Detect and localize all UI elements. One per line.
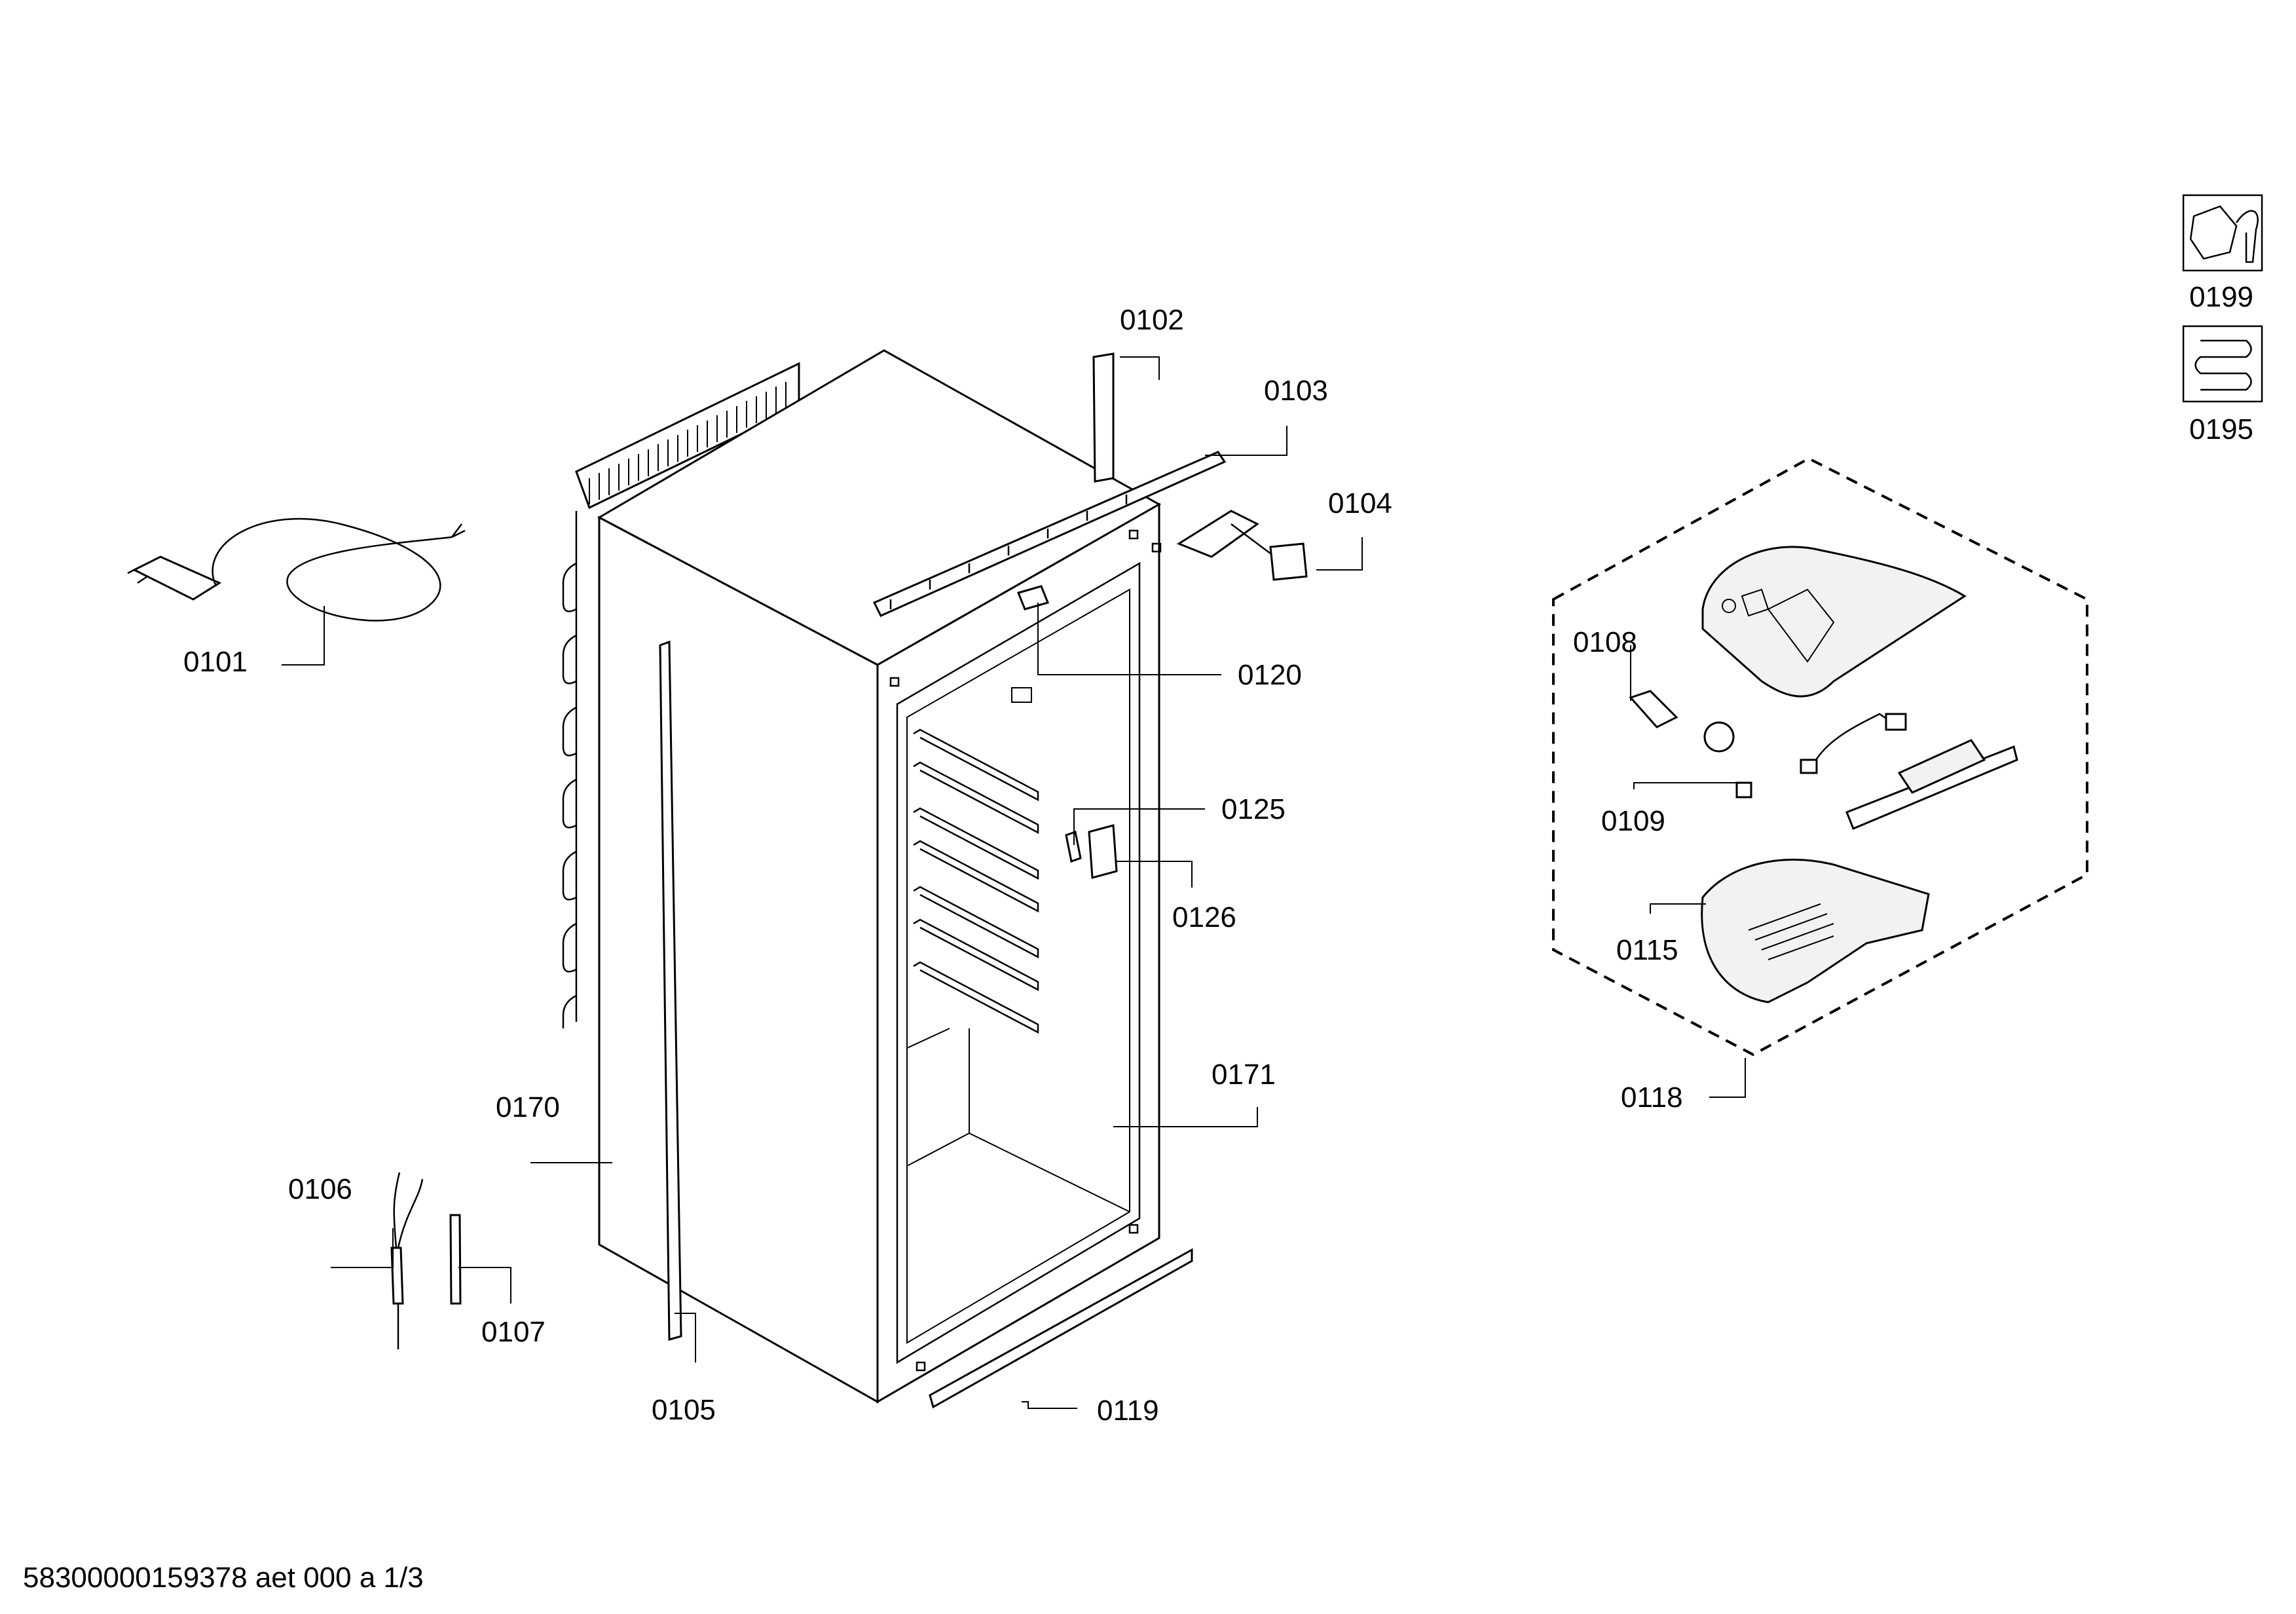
part-0120-switch bbox=[1016, 585, 1050, 610]
leader-lines bbox=[282, 356, 1746, 1409]
callout-0125: 0125 bbox=[1221, 793, 1286, 825]
part-0125-clip bbox=[1065, 831, 1082, 863]
lamp-assembly-0118 bbox=[1552, 457, 2088, 1057]
callout-0120: 0120 bbox=[1238, 659, 1302, 691]
condenser-grille bbox=[562, 362, 800, 1028]
callout-0108: 0108 bbox=[1573, 626, 1637, 658]
callout-0170: 0170 bbox=[496, 1091, 560, 1123]
part-0119-bottom-strip bbox=[929, 1248, 1193, 1409]
cabinet-body bbox=[597, 349, 1162, 1404]
callout-0119: 0119 bbox=[1097, 1395, 1159, 1427]
callout-0109: 0109 bbox=[1601, 805, 1665, 837]
part-0103-top-rail bbox=[872, 451, 1227, 617]
callout-0101: 0101 bbox=[183, 646, 248, 678]
part-0108-bulb bbox=[1629, 690, 1678, 728]
part-0104-hinge bbox=[1176, 510, 1308, 581]
wrench-nut-icon bbox=[2182, 194, 2263, 272]
heater-coil-icon bbox=[2182, 325, 2263, 403]
part-0101-power-cord bbox=[127, 517, 466, 622]
callout-0106: 0106 bbox=[288, 1173, 352, 1205]
part-0105-door-strip bbox=[659, 640, 682, 1341]
part-wiring-harness bbox=[1800, 713, 1907, 774]
part-0115-lamp-cover bbox=[1701, 858, 1930, 1004]
callout-0102: 0102 bbox=[1120, 304, 1184, 336]
part-0107-sensor bbox=[449, 1214, 462, 1305]
part-lamp-housing bbox=[1701, 546, 1967, 698]
callout-0107: 0107 bbox=[481, 1316, 546, 1348]
part-0106-sensor bbox=[390, 1172, 424, 1349]
callout-0105: 0105 bbox=[652, 1394, 716, 1426]
part-0109-switch bbox=[1735, 781, 1752, 798]
part-0126-block bbox=[1088, 824, 1118, 879]
callout-0103: 0103 bbox=[1264, 375, 1328, 407]
callout-0115: 0115 bbox=[1616, 934, 1678, 966]
callout-0104: 0104 bbox=[1328, 487, 1392, 519]
callout-0171: 0171 bbox=[1212, 1059, 1276, 1091]
callout-0195: 0195 bbox=[2189, 413, 2253, 445]
callout-0126: 0126 bbox=[1172, 901, 1236, 933]
part-lamp-socket bbox=[1703, 721, 1735, 753]
part-lamp-bracket bbox=[1845, 739, 2018, 830]
callout-0199: 0199 bbox=[2189, 281, 2253, 313]
callout-0118: 0118 bbox=[1621, 1081, 1683, 1114]
part-0102-strip bbox=[1092, 352, 1115, 483]
document-code: 58300000159378 aet 000 a 1/3 bbox=[23, 1562, 424, 1594]
